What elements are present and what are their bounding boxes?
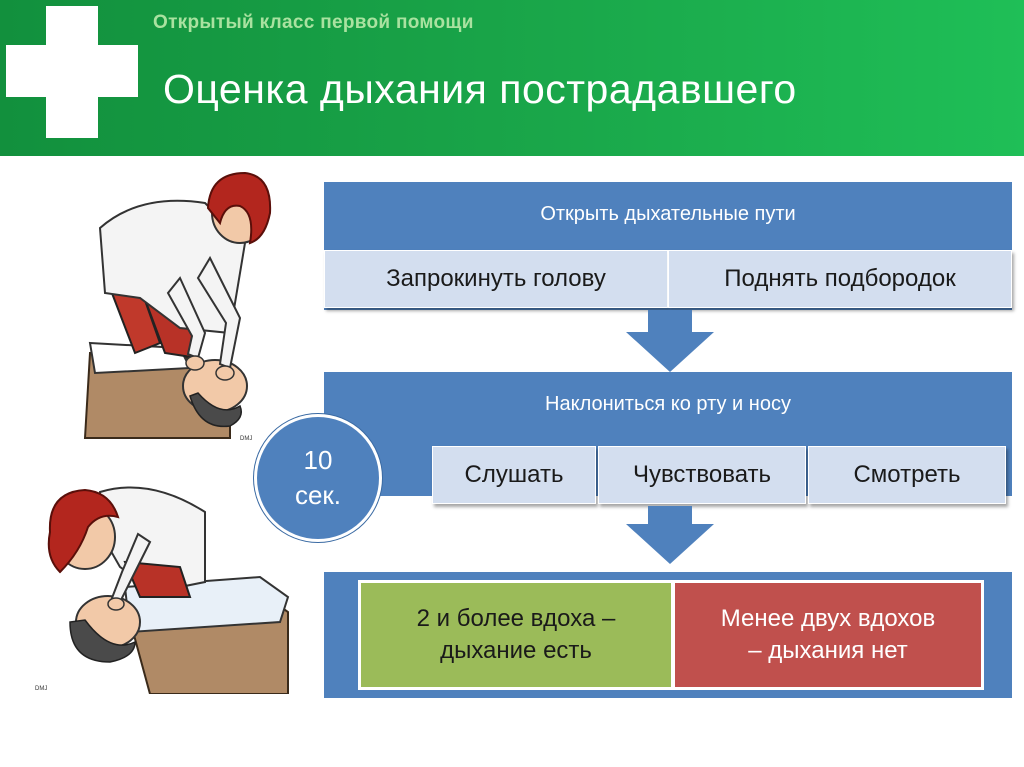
svg-text:DMJ: DMJ (240, 436, 252, 442)
slide-title: Оценка дыхания пострадавшего (163, 66, 797, 112)
timer-badge: 10 сек. (254, 414, 382, 542)
arrow-down-1-head (626, 332, 714, 372)
arrow-down-2-head (626, 524, 714, 564)
step1-title: Открыть дыхательные пути (540, 203, 796, 225)
option-look: Смотреть (808, 446, 1006, 504)
header-banner: Открытый класс первой помощи Оценка дыха… (0, 0, 1024, 156)
head-tilt-illustration: DMJ (83, 171, 272, 442)
look-listen-feel-illustration: DMJ (35, 486, 290, 694)
option-feel: Чувствовать (598, 446, 806, 504)
arrow-down-1 (648, 310, 692, 334)
result-breathing-present: 2 и более вдоха – дыхание есть (358, 580, 674, 690)
step2-title: Наклониться ко рту и носу (545, 393, 791, 415)
timer-unit: сек. (294, 480, 342, 510)
svg-text:DMJ: DMJ (35, 686, 47, 692)
first-aid-cross-icon-bar (6, 45, 138, 97)
result-positive-line2: дыхание есть (440, 637, 592, 664)
arrow-down-2 (648, 506, 692, 526)
result-negative-line1: Менее двух вдохов (720, 604, 936, 632)
timer-value: 10 (303, 444, 333, 475)
course-subtitle: Открытый класс первой помощи (153, 12, 474, 33)
option-tilt-head: Запрокинуть голову (324, 250, 668, 308)
result-negative-line2: – дыхания нет (748, 637, 908, 664)
result-positive-line1: 2 и более вдоха – (416, 604, 616, 632)
option-listen: Слушать (432, 446, 596, 504)
result-breathing-absent: Менее двух вдохов – дыхания нет (672, 580, 984, 690)
option-lift-chin: Поднять подбородок (668, 250, 1012, 308)
